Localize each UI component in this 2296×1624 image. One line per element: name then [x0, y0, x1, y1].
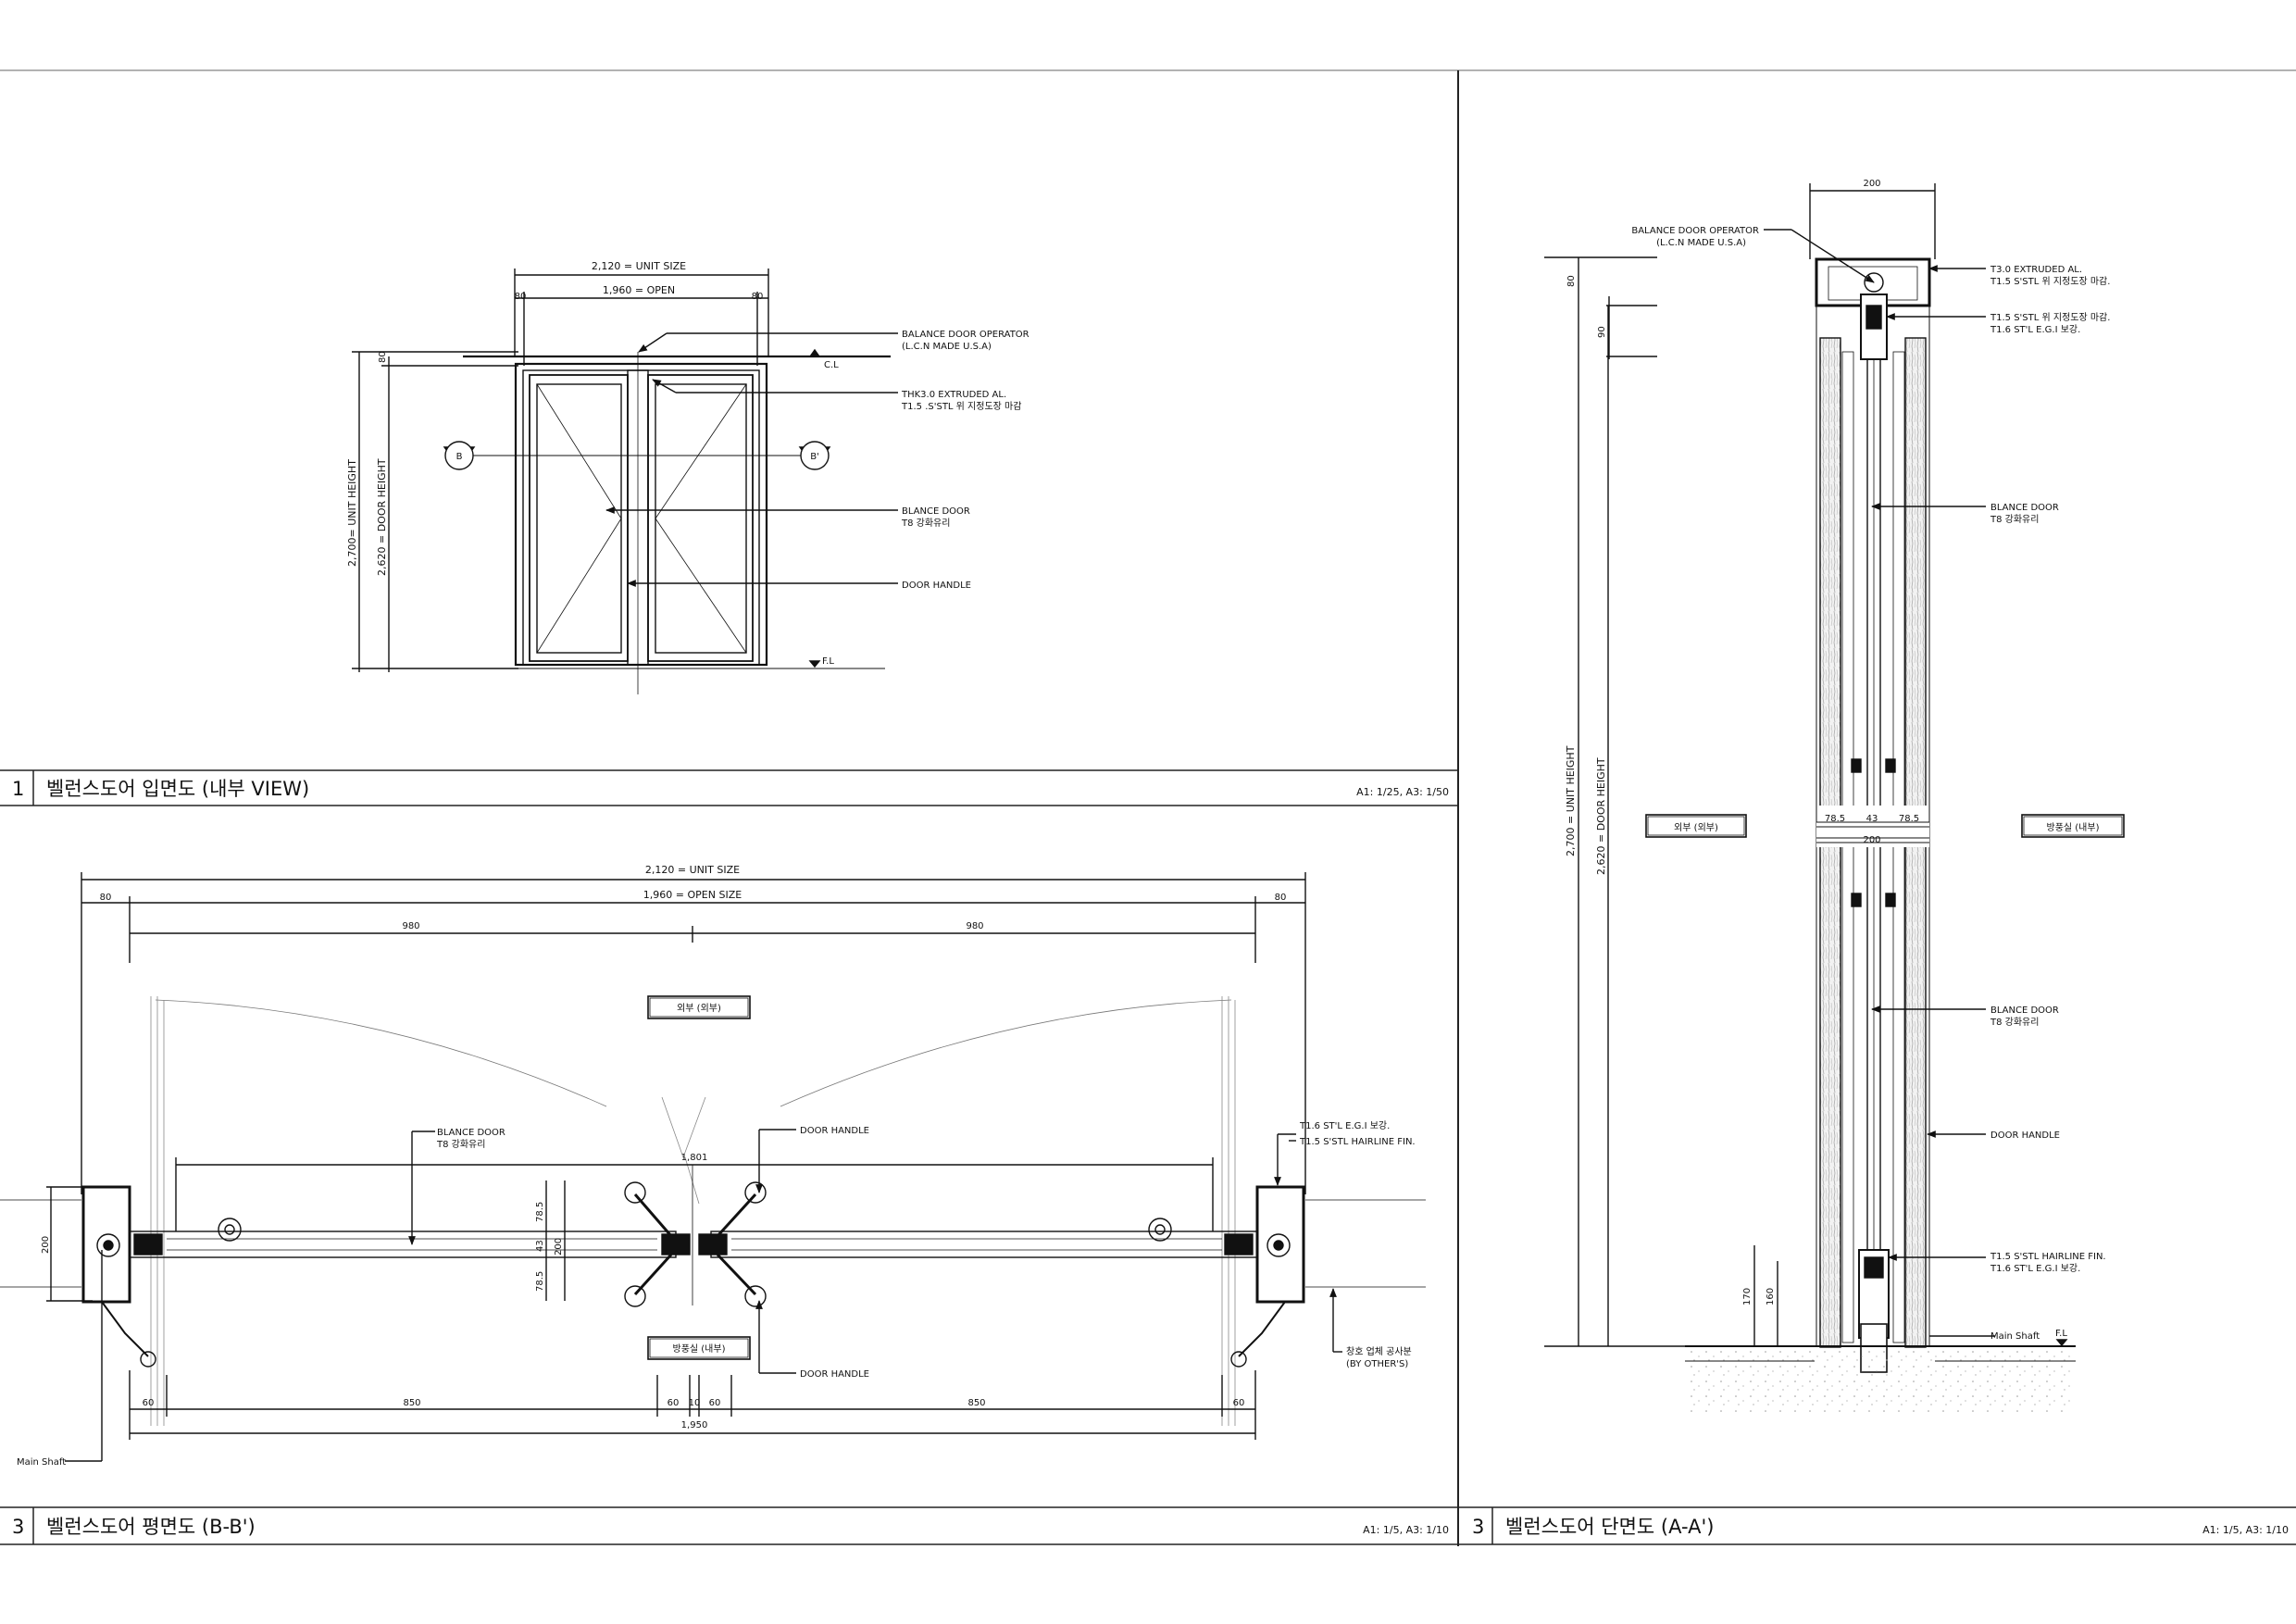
section-d90: 90 — [1597, 326, 1607, 338]
elevation-drawing — [352, 269, 898, 694]
elevation-cl-label: C.L — [824, 360, 839, 370]
callout-door-1: BLANCE DOOR — [902, 506, 970, 517]
plan-main-shaft: Main Shaft — [17, 1457, 66, 1468]
section-title-bar: 3 벨런스도어 단면도 (A-A') A1: 1/5, A3: 1/10 — [1472, 1516, 2289, 1538]
plan-depth-200: 200 — [41, 1236, 51, 1254]
plan-blance-door-1: BLANCE DOOR — [437, 1128, 505, 1138]
elevation-unit-height: 2,700= UNIT HEIGHT — [346, 459, 358, 567]
plan-b60b: 60 — [668, 1398, 680, 1408]
plan-title-bar: 3 벨런스도어 평면도 (B-B') A1: 1/5, A3: 1/10 — [12, 1516, 1449, 1538]
callout-extruded-2: T1.5 .S'STL 위 지정도장 마감 — [901, 400, 1021, 412]
section-sstl-2: T1.6 ST'L E.G.I 보강. — [1990, 324, 2080, 335]
section-marker-b-prime: B' — [810, 452, 819, 462]
section-top-80: 80 — [1566, 275, 1577, 287]
plan-b60d: 60 — [1233, 1398, 1245, 1408]
section-d160: 160 — [1766, 1288, 1776, 1305]
plan-room-outside: 외부 (외부) — [677, 1003, 721, 1014]
section-w200: 200 — [1863, 835, 1880, 845]
section-w785a: 78.5 — [1825, 814, 1845, 824]
section-scale: A1: 1/5, A3: 1/10 — [2202, 1524, 2289, 1536]
plan-room-inside: 방풍실 (내부) — [673, 1343, 726, 1355]
elevation-scale: A1: 1/25, A3: 1/50 — [1356, 786, 1449, 798]
plan-labels: 2,120 = UNIT SIZE 1,960 = OPEN SIZE 80 8… — [17, 864, 1416, 1468]
callout-handle: DOOR HANDLE — [902, 581, 971, 591]
section-panel-number: 3 — [1472, 1516, 1484, 1538]
plan-panel-number: 3 — [12, 1516, 24, 1538]
plan-title: 벨런스도어 평면도 (B-B') — [46, 1516, 256, 1538]
section-main-shaft: Main Shaft — [1990, 1331, 2040, 1342]
section-labels: 200 80 90 2,700 = UNIT HEIGHT 2,620 = DO… — [1565, 179, 2110, 1342]
plan-inner-1801: 1,801 — [681, 1153, 708, 1163]
plan-b60a: 60 — [143, 1398, 155, 1408]
plan-blance-door-2: T8 강화유리 — [436, 1139, 485, 1150]
plan-others-2: (BY OTHER'S) — [1346, 1359, 1408, 1369]
callout-door-2: T8 강화유리 — [901, 518, 950, 529]
plan-right-80: 80 — [1275, 893, 1287, 903]
plan-leaf-right: 980 — [966, 921, 983, 931]
plan-b60c: 60 — [709, 1398, 721, 1408]
elevation-panel-number: 1 — [12, 778, 24, 800]
plan-d785a: 78.5 — [535, 1202, 545, 1222]
section-room-inside: 방풍실 (내부) — [2047, 822, 2100, 833]
elevation-door-height: 2,620 = DOOR HEIGHT — [376, 458, 388, 576]
plan-d43: 43 — [535, 1240, 545, 1252]
section-title: 벨런스도어 단면도 (A-A') — [1505, 1516, 1714, 1538]
section-door2-2: T8 강화유리 — [1990, 1017, 2039, 1028]
section-bottom-1: T1.5 S'STL HAIRLINE FIN. — [1990, 1252, 2106, 1262]
plan-frame-2: T1.5 S'STL HAIRLINE FIN. — [1299, 1137, 1416, 1147]
callout-extruded-1: THK3.0 EXTRUDED AL. — [901, 390, 1006, 400]
section-al-2: T1.5 S'STL 위 지정도장 마감. — [1990, 275, 2110, 287]
elevation-open-width: 1,960 = OPEN — [603, 284, 675, 296]
section-bottom-2: T1.6 ST'L E.G.I 보강. — [1990, 1263, 2080, 1274]
plan-scale: A1: 1/5, A3: 1/10 — [1363, 1524, 1449, 1536]
elevation-labels: 2,120 = UNIT SIZE 1,960 = OPEN 80 80 80 … — [346, 260, 1029, 667]
plan-d200b: 200 — [554, 1238, 564, 1255]
section-door1-2: T8 강화유리 — [1990, 514, 2039, 525]
section-operator-1: BALANCE DOOR OPERATOR — [1631, 226, 1759, 236]
elevation-fl-label: F.L — [822, 656, 834, 667]
elevation-title: 벨런스도어 입면도 (내부 VIEW) — [46, 778, 309, 800]
plan-handle-bottom: DOOR HANDLE — [800, 1369, 869, 1380]
plan-total-1950: 1,950 — [681, 1420, 708, 1430]
section-handle: DOOR HANDLE — [1990, 1131, 2060, 1141]
elevation-top-80: 80 — [378, 351, 388, 363]
section-door1-1: BLANCE DOOR — [1990, 503, 2059, 513]
section-room-outside: 외부 (외부) — [1674, 822, 1718, 833]
section-door2-1: BLANCE DOOR — [1990, 1006, 2059, 1016]
section-w43: 43 — [1866, 814, 1878, 824]
section-drawing — [1544, 183, 2125, 1413]
sheet-frame — [0, 69, 2296, 1546]
section-top-width: 200 — [1863, 179, 1880, 189]
section-unit-height: 2,700 = UNIT HEIGHT — [1565, 745, 1577, 856]
plan-left-80: 80 — [100, 893, 112, 903]
callout-operator-1: BALANCE DOOR OPERATOR — [902, 330, 1029, 340]
elevation-left-jamb: 80 — [515, 292, 527, 302]
plan-drawing — [0, 872, 1426, 1462]
plan-d785b: 78.5 — [535, 1271, 545, 1292]
elevation-title-bar: 1 벨런스도어 입면도 (내부 VIEW) A1: 1/25, A3: 1/50 — [12, 778, 1449, 800]
callout-operator-2: (L.C.N MADE U.S.A) — [902, 342, 992, 352]
elevation-right-jamb: 80 — [752, 292, 764, 302]
section-marker-b: B — [456, 452, 463, 462]
section-fl: F.L — [2055, 1329, 2067, 1339]
section-d170: 170 — [1742, 1288, 1753, 1305]
section-al-1: T3.0 EXTRUDED AL. — [1990, 265, 2082, 275]
plan-others-1: 창호 업체 공사분 — [1346, 1345, 1412, 1357]
section-operator-2: (L.C.N MADE U.S.A) — [1656, 238, 1746, 248]
plan-frame-1: T1.6 ST'L E.G.I 보강. — [1299, 1120, 1390, 1131]
section-door-height: 2,620 = DOOR HEIGHT — [1595, 757, 1607, 875]
plan-b850b: 850 — [967, 1398, 985, 1408]
plan-unit-size: 2,120 = UNIT SIZE — [645, 864, 740, 876]
section-w785b: 78.5 — [1899, 814, 1919, 824]
elevation-unit-width: 2,120 = UNIT SIZE — [592, 260, 686, 272]
plan-b850a: 850 — [403, 1398, 420, 1408]
plan-handle-top: DOOR HANDLE — [800, 1126, 869, 1136]
plan-open-size: 1,960 = OPEN SIZE — [643, 889, 742, 901]
section-sstl-1: T1.5 S'STL 위 지정도장 마감. — [1990, 311, 2110, 323]
plan-leaf-left: 980 — [402, 921, 419, 931]
plan-b10: 10 — [689, 1398, 701, 1408]
